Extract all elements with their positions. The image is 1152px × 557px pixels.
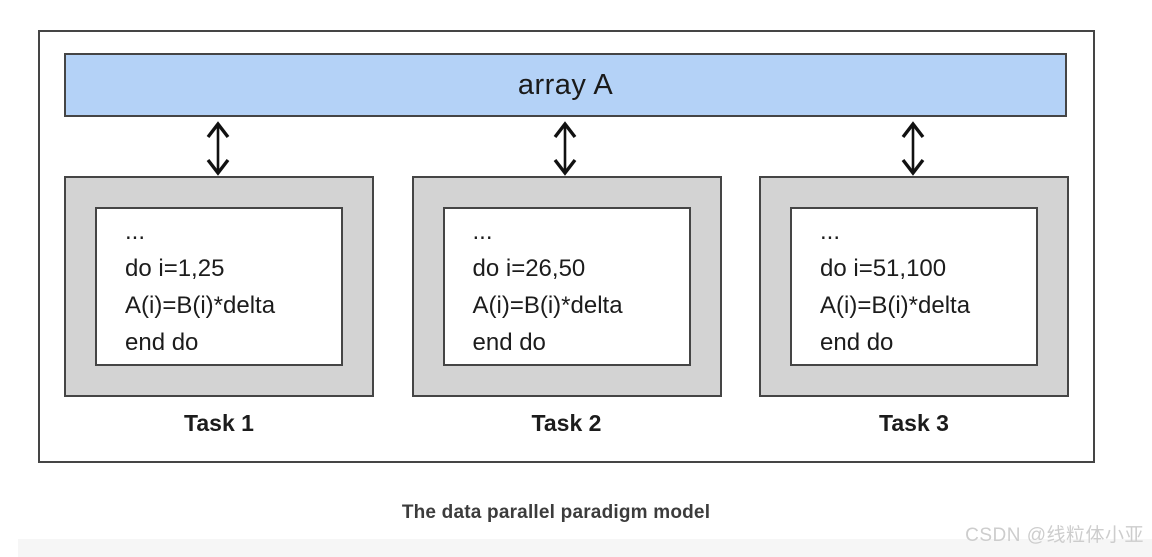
bidirectional-arrow-icon <box>901 121 925 176</box>
bidirectional-arrow-icon <box>206 121 230 176</box>
diagram-frame: array A ... do i=1,25 A(i)=B(i) <box>38 30 1095 463</box>
code-line: end do <box>820 329 894 356</box>
figure-caption: The data parallel paradigm model <box>401 502 711 523</box>
task-3-label: Task 3 <box>879 410 949 436</box>
task-3: ... do i=51,100 A(i)=B(i)*delta end do T… <box>759 176 1069 437</box>
code-line: do i=51,100 <box>820 255 947 282</box>
code-line: ... <box>472 218 493 245</box>
code-line: A(i)=B(i)*delta <box>125 292 276 319</box>
code-line: do i=26,50 <box>472 255 586 282</box>
code-line: A(i)=B(i)*delta <box>820 292 971 319</box>
task-1-code: ... do i=1,25 A(i)=B(i)*delta end do <box>95 207 343 366</box>
task-3-code: ... do i=51,100 A(i)=B(i)*delta end do <box>790 207 1038 366</box>
watermark: CSDN @线粒体小亚 <box>965 525 1144 546</box>
task-1: ... do i=1,25 A(i)=B(i)*delta end do Tas… <box>64 176 374 437</box>
task-2-box: ... do i=26,50 A(i)=B(i)*delta end do <box>411 176 722 397</box>
task-2-code: ... do i=26,50 A(i)=B(i)*delta end do <box>442 207 691 366</box>
task-2: ... do i=26,50 A(i)=B(i)*delta end do Ta… <box>411 176 722 437</box>
code-line: end do <box>472 329 546 356</box>
code-line: A(i)=B(i)*delta <box>472 292 623 319</box>
code-line: end do <box>125 329 199 356</box>
page-bottom-strip <box>18 539 1152 557</box>
task-1-label: Task 1 <box>184 410 254 436</box>
tasks-row: ... do i=1,25 A(i)=B(i)*delta end do Tas… <box>64 176 1069 437</box>
task-2-label: Task 2 <box>531 410 602 436</box>
code-line: do i=1,25 <box>125 255 225 282</box>
task-1-box: ... do i=1,25 A(i)=B(i)*delta end do <box>64 176 374 397</box>
task-3-box: ... do i=51,100 A(i)=B(i)*delta end do <box>759 176 1069 397</box>
code-line: ... <box>125 218 146 245</box>
array-a-bar: array A <box>64 53 1067 117</box>
array-a-label: array A <box>517 68 614 101</box>
code-line: ... <box>820 218 841 245</box>
bidirectional-arrow-icon <box>553 121 577 176</box>
